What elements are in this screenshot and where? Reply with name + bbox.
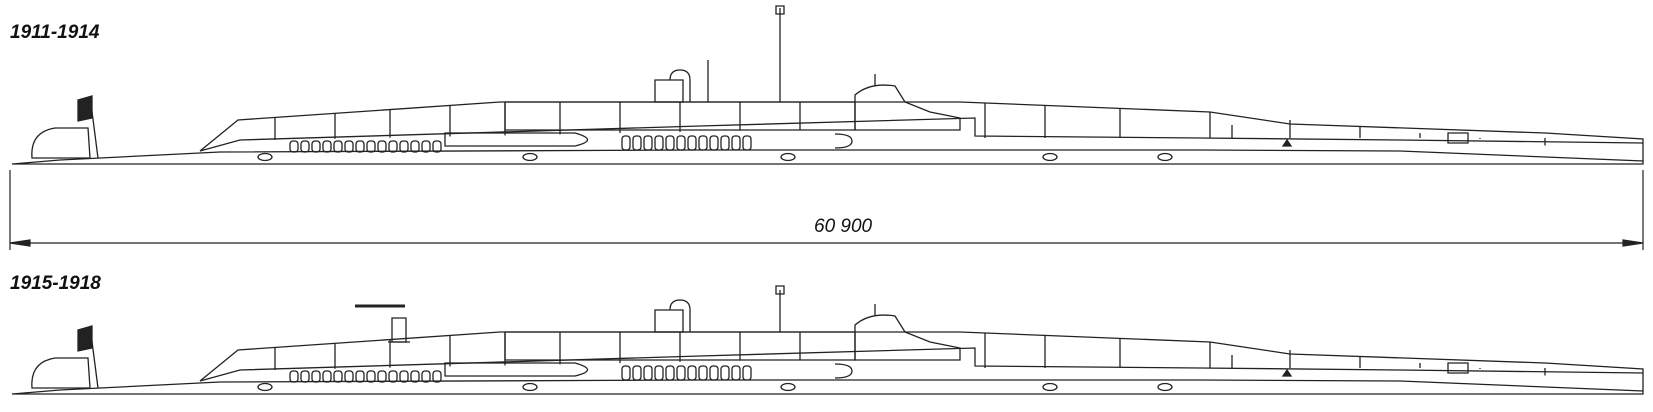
stern-rudder: [32, 358, 90, 388]
hull-port-10: [400, 141, 408, 152]
hull-port-aft-10: [732, 136, 740, 150]
length-dimension: [10, 170, 1643, 250]
limber-hole-2: [781, 154, 795, 161]
hull-port-aft-3: [655, 366, 663, 380]
hull-side-line: [200, 348, 1643, 381]
hull-port-aft-11: [743, 136, 751, 150]
flag: [78, 96, 92, 121]
submarine-profile-1915-1918: [12, 286, 1643, 394]
dimension-arrow-left: [10, 240, 30, 246]
hull-outline: [12, 380, 1643, 394]
hull-port-aft-1: [633, 366, 641, 380]
hull-port-aft-6: [688, 366, 696, 380]
stern-rudder: [32, 128, 90, 158]
hull-port-aft-5: [677, 366, 685, 380]
length-dimension-label: 60 900: [814, 216, 873, 237]
hull-port-aft-5: [677, 136, 685, 150]
hull-port-9: [389, 371, 397, 382]
limber-hole-3: [1043, 384, 1057, 391]
periscope-head: [776, 6, 784, 14]
hull-port-aft-11: [743, 366, 751, 380]
hull-bulge: [835, 364, 852, 378]
hull-port-aft-1: [633, 136, 641, 150]
profile-label-1911-1914: 1911-1914: [10, 22, 100, 43]
submarine-profile-1911-1914: [12, 6, 1643, 164]
draft-mark: [1283, 140, 1291, 146]
hull-port-7: [367, 141, 375, 152]
hull-port-6: [356, 141, 364, 152]
hull-port-4: [334, 371, 342, 382]
hull-port-aft-4: [666, 136, 674, 150]
limber-hole-2: [781, 384, 795, 391]
hull-port-0: [290, 141, 298, 152]
hull-port-aft-0: [622, 136, 630, 150]
hull-port-6: [356, 371, 364, 382]
hull-port-aft-2: [644, 366, 652, 380]
hull-port-5: [345, 371, 353, 382]
hull-port-12: [422, 141, 430, 152]
hull-port-aft-8: [710, 366, 718, 380]
hull-port-aft-7: [699, 136, 707, 150]
ventilator-cowl: [670, 300, 690, 332]
profile-label-1915-1918: 1915-1918: [10, 273, 101, 294]
hull-port-12: [422, 371, 430, 382]
hull-port-2: [312, 371, 320, 382]
ventilator-cowl: [670, 70, 690, 102]
flag: [78, 326, 92, 351]
ventilator-housing: [655, 80, 683, 102]
hull-port-0: [290, 371, 298, 382]
limber-hole-4: [1158, 384, 1172, 391]
hull-port-aft-10: [732, 366, 740, 380]
dimension-arrow-right: [1623, 240, 1643, 246]
hull-port-7: [367, 371, 375, 382]
limber-hole-0: [258, 154, 272, 161]
hull-port-aft-9: [721, 366, 729, 380]
torpedo-launcher: [445, 133, 588, 146]
limber-hole-3: [1043, 154, 1057, 161]
hull-port-11: [411, 371, 419, 382]
hull-outline: [12, 150, 1643, 164]
hull-port-4: [334, 141, 342, 152]
hull-port-8: [378, 141, 386, 152]
limber-hole-0: [258, 384, 272, 391]
hull-port-13: [433, 141, 441, 152]
hull-port-3: [323, 371, 331, 382]
hull-port-1: [301, 141, 309, 152]
hull-port-aft-3: [655, 136, 663, 150]
hull-port-5: [345, 141, 353, 152]
hull-port-aft-6: [688, 136, 696, 150]
hull-port-8: [378, 371, 386, 382]
hull-port-aft-9: [721, 136, 729, 150]
hull-port-aft-8: [710, 136, 718, 150]
periscope-head: [776, 286, 784, 294]
hull-port-aft-4: [666, 366, 674, 380]
hull-port-aft-2: [644, 136, 652, 150]
draft-mark: [1283, 370, 1291, 376]
hull-port-9: [389, 141, 397, 152]
hull-port-3: [323, 141, 331, 152]
hull-side-line: [200, 118, 1643, 151]
hull-port-10: [400, 371, 408, 382]
bow-fitting: [1448, 363, 1468, 373]
hull-port-2: [312, 141, 320, 152]
bow-fitting: [1448, 133, 1468, 143]
hull-port-aft-7: [699, 366, 707, 380]
ventilator-housing: [655, 310, 683, 332]
torpedo-launcher: [445, 363, 588, 376]
limber-hole-1: [523, 154, 537, 161]
limber-hole-1: [523, 384, 537, 391]
conning-tower: [855, 315, 960, 360]
hull-port-aft-0: [622, 366, 630, 380]
hull-port-13: [433, 371, 441, 382]
limber-hole-4: [1158, 154, 1172, 161]
hull-port-1: [301, 371, 309, 382]
conning-tower: [855, 85, 960, 130]
hull-bulge: [835, 134, 852, 148]
hull-port-11: [411, 141, 419, 152]
